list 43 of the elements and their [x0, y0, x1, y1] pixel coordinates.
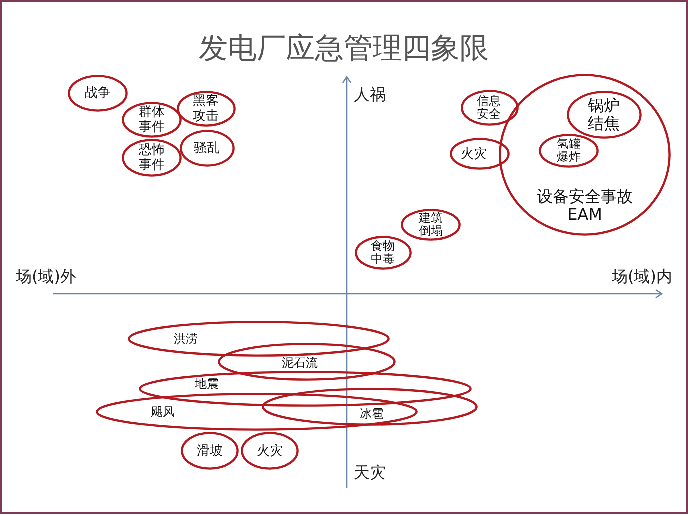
risk-ellipse — [499, 74, 671, 236]
risk-ellipse — [96, 393, 418, 431]
risk-ellipse — [180, 130, 234, 166]
risk-ellipse — [450, 138, 510, 170]
risk-ellipse — [354, 236, 412, 270]
risk-label: 战争 — [85, 86, 111, 100]
risk-ellipse — [128, 321, 390, 357]
risk-label: 滑坡 — [197, 444, 223, 458]
risk-label: 锅炉结焦 — [588, 97, 620, 133]
risk-label: 群体事件 — [138, 105, 166, 135]
risk-label: 火灾 — [461, 146, 487, 162]
risk-ellipse — [401, 209, 461, 241]
risk-label: 飓风 — [151, 406, 175, 418]
risk-ellipse — [262, 388, 478, 426]
risk-ellipse — [218, 343, 396, 381]
axis-label: 场(域)外 — [16, 268, 76, 286]
risk-ellipse — [461, 90, 519, 126]
risk-label: 骚乱 — [194, 140, 220, 156]
risk-label: 建筑倒塌 — [418, 212, 444, 238]
risk-ellipse — [539, 134, 599, 168]
risk-label: 恐怖事件 — [138, 143, 166, 173]
risk-label: 地震 — [195, 378, 219, 390]
risk-ellipse — [181, 432, 239, 470]
risk-label: 泥石流 — [282, 356, 318, 370]
axis-label: 天灾 — [354, 464, 386, 482]
risk-label: 洪涝 — [174, 332, 198, 346]
axis-label: 场(域)内 — [612, 268, 672, 286]
risk-ellipse — [241, 432, 299, 470]
risk-label: 火灾 — [257, 444, 283, 458]
risk-label: 氢罐爆炸 — [556, 138, 582, 164]
risk-label: 信息安全 — [476, 95, 502, 121]
risk-label: 食物中毒 — [370, 240, 396, 266]
risk-ellipse — [566, 91, 642, 139]
risk-ellipse — [176, 91, 236, 127]
risk-label: 设备安全事故 EAM — [536, 188, 634, 224]
axis-label: 人祸 — [354, 86, 386, 104]
risk-label: 冰雹 — [360, 408, 384, 420]
title: 发电厂应急管理四象限 — [199, 31, 489, 65]
risk-ellipse — [138, 371, 472, 407]
risk-ellipse — [122, 139, 182, 177]
risk-label: 黑客攻击 — [192, 94, 220, 124]
risk-ellipse — [68, 74, 128, 112]
risk-ellipse — [122, 102, 182, 138]
